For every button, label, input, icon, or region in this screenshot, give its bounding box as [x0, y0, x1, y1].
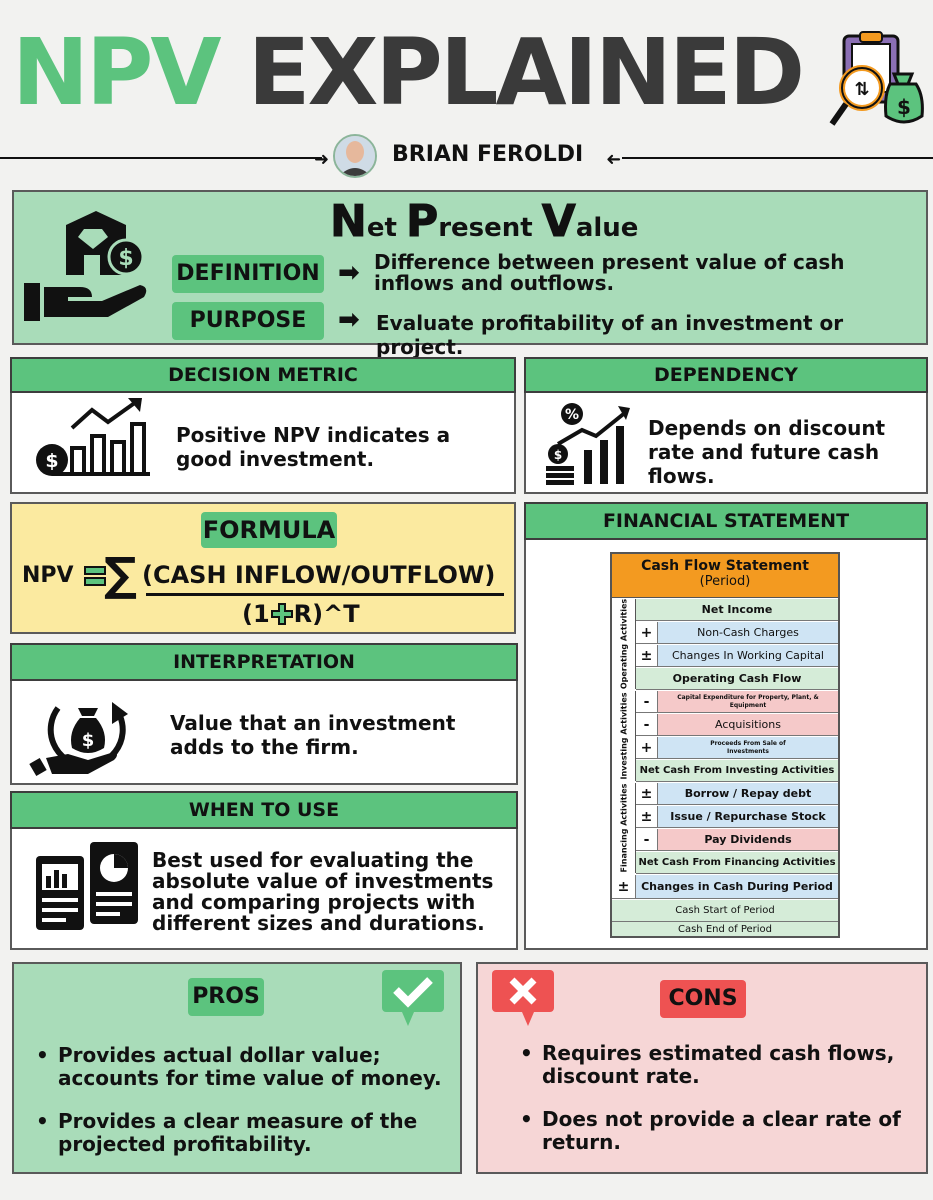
formula-numerator: (CASH INFLOW/OUTFLOW) [142, 561, 496, 589]
svg-text:$: $ [897, 95, 911, 119]
purpose-text: Evaluate profitability of an investment … [376, 311, 844, 359]
table-row: +Non-Cash Charges [636, 622, 838, 644]
investing-activities-label: Investing Activities [612, 691, 636, 781]
title-explained: EXPLAINED [247, 19, 805, 126]
clipboard-money-icon: ⇅ $ [828, 30, 928, 130]
table-row: Net Cash From Investing Activities [636, 760, 838, 782]
cash-flow-table-header: Cash Flow Statement (Period) [612, 554, 838, 598]
list-item: Requires estimated cash flows, discount … [518, 1042, 918, 1088]
table-row: ±Borrow / Repay debt [636, 783, 838, 805]
interpretation-text: Value that an investment adds to the fir… [170, 711, 456, 759]
svg-text:$: $ [82, 730, 95, 751]
report-documents-icon [32, 838, 142, 940]
table-row: -Pay Dividends [636, 829, 838, 851]
arrow-right-icon: ➡ [338, 258, 360, 288]
table-row: +Proceeds From Sale of Investments [636, 737, 838, 759]
dependency-text: Depends on discount rate and future cash… [648, 416, 886, 488]
title-npv: NPV [12, 19, 222, 126]
table-row: -Capital Expenditure for Property, Plant… [636, 691, 838, 713]
list-item: Provides a clear measure of the projecte… [34, 1110, 454, 1156]
x-mark-icon [490, 968, 556, 1028]
author-divider: ➜ ➜ [0, 140, 933, 176]
svg-text:$: $ [554, 448, 562, 462]
dependency-title: DEPENDENCY [524, 357, 928, 393]
financial-statement-title: FINANCIAL STATEMENT [524, 502, 928, 540]
table-row: Operating Cash Flow [636, 668, 838, 690]
formula-denominator: (1 R)^T [242, 600, 360, 628]
operating-activities-label: Operating Activities [612, 599, 636, 689]
table-row: -Acquisitions [636, 714, 838, 736]
when-to-use-text: Best used for evaluating the absolute va… [152, 848, 494, 935]
when-to-use-title: WHEN TO USE [10, 791, 518, 829]
table-row: ±Changes in Cash During Period [612, 875, 838, 899]
checkmark-icon [380, 968, 446, 1028]
plus-icon [270, 603, 293, 625]
table-row: Net Income [636, 599, 838, 621]
arrow-right-icon: ➜ [314, 149, 330, 170]
money-bag-cycle-icon: $ [28, 688, 140, 780]
arrow-right-icon: ➡ [338, 305, 360, 335]
sigma-icon: ∑ [104, 547, 138, 601]
author-name: BRIAN FEROLDI [392, 142, 584, 167]
cash-flow-table: Cash Flow Statement (Period) Operating A… [610, 552, 840, 938]
decision-metric-title: DECISION METRIC [10, 357, 516, 393]
definition-text: Difference between present value of cash… [374, 250, 845, 295]
equals-icon [84, 566, 106, 586]
svg-text:%: % [565, 407, 579, 423]
interpretation-title: INTERPRETATION [10, 643, 518, 681]
pros-title: PROS [188, 978, 264, 1016]
list-item: Does not provide a clear rate of return. [518, 1108, 918, 1154]
table-row: Cash Start of Period [612, 900, 838, 922]
pros-list: Provides actual dollar value; accounts f… [34, 1044, 454, 1176]
table-row: ±Changes In Working Capital [636, 645, 838, 667]
cons-title: CONS [660, 980, 746, 1018]
cons-list: Requires estimated cash flows, discount … [518, 1042, 918, 1174]
svg-text:$: $ [118, 246, 133, 271]
svg-text:⇅: ⇅ [854, 79, 869, 100]
decision-metric-text: Positive NPV indicates a good investment… [176, 423, 451, 471]
npv-overview-box [12, 190, 928, 345]
npv-heading: Net Present Value [330, 196, 639, 248]
formula-lhs: NPV [22, 563, 74, 588]
formula-label: FORMULA [201, 512, 337, 548]
growth-chart-money-icon: $ [32, 398, 154, 482]
purpose-label: PURPOSE [172, 302, 324, 340]
financing-activities-label: Financing Activities [612, 783, 636, 873]
arrow-left-icon: ➜ [606, 149, 622, 170]
page-title: NPV EXPLAINED [12, 18, 805, 128]
table-row: Cash End of Period [612, 922, 838, 936]
list-item: Provides actual dollar value; accounts f… [34, 1044, 454, 1090]
fraction-bar [146, 593, 504, 596]
avatar [333, 134, 377, 178]
svg-text:$: $ [45, 450, 58, 472]
percent-growth-icon: % $ [540, 402, 632, 486]
definition-label: DEFINITION [172, 255, 324, 293]
hand-house-money-icon: $ [22, 205, 152, 335]
table-row: ±Issue / Repurchase Stock [636, 806, 838, 828]
table-row: Net Cash From Financing Activities [636, 852, 838, 874]
